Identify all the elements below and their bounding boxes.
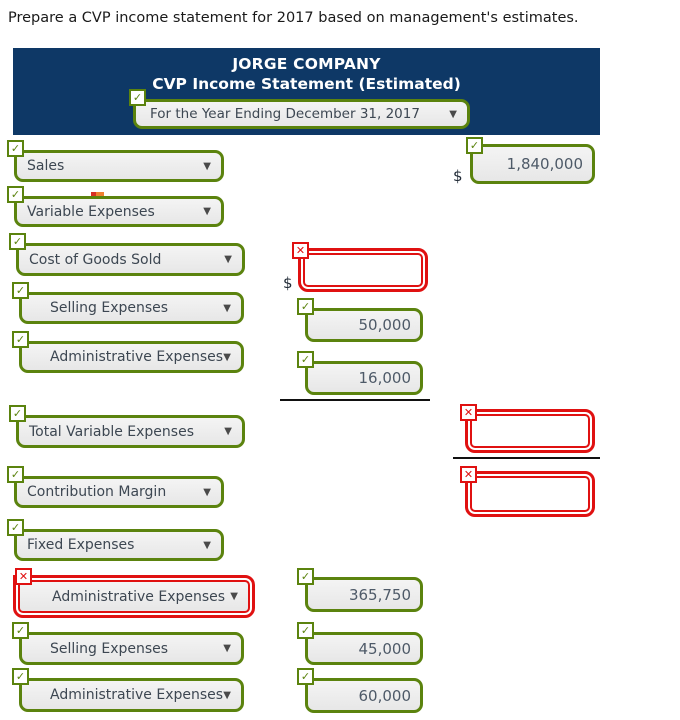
incorrect-icon: ✕ [460, 466, 477, 483]
correct-icon: ✓ [466, 137, 483, 154]
contribution-margin-dropdown[interactable]: Contribution Margin ▼ [14, 476, 224, 508]
total-variable-expenses-amount-input[interactable] [465, 409, 595, 453]
chevron-down-icon: ▼ [203, 160, 211, 172]
contribution-margin-amount-input[interactable] [465, 471, 595, 517]
chevron-down-icon: ▼ [230, 591, 238, 602]
sales-account-dropdown[interactable]: Sales ▼ [14, 150, 224, 182]
chevron-down-icon: ▼ [223, 643, 231, 654]
selling-expenses-variable-amount-input[interactable]: 50,000 [305, 308, 423, 342]
correct-icon: ✓ [7, 519, 24, 536]
administrative-expenses-variable-amount-input[interactable]: 16,000 [305, 361, 423, 395]
sales-amount-input[interactable]: 1,840,000 [470, 144, 595, 184]
correct-icon: ✓ [9, 405, 26, 422]
correct-icon: ✓ [297, 351, 314, 368]
instruction-text: Prepare a CVP income statement for 2017 … [8, 10, 579, 26]
period-dropdown[interactable]: For the Year Ending December 31, 2017 ▼ [133, 99, 470, 129]
chevron-down-icon: ▼ [223, 689, 231, 701]
chevron-down-icon: ▼ [449, 108, 457, 120]
chevron-down-icon: ▼ [223, 302, 231, 314]
chevron-down-icon: ▼ [224, 254, 232, 265]
correct-icon: ✓ [12, 331, 29, 348]
chevron-down-icon: ▼ [223, 351, 231, 363]
chevron-down-icon: ▼ [203, 206, 211, 217]
total-variable-expenses-dropdown[interactable]: Total Variable Expenses ▼ [16, 415, 245, 448]
company-name: JORGE COMPANY [232, 55, 381, 73]
correct-icon: ✓ [7, 186, 24, 203]
currency-symbol: $ [283, 274, 293, 292]
correct-icon: ✓ [297, 568, 314, 585]
administrative-expenses-fixed-amount-input-2[interactable]: 60,000 [305, 678, 423, 713]
incorrect-icon: ✕ [460, 404, 477, 421]
correct-icon: ✓ [12, 622, 29, 639]
correct-icon: ✓ [9, 233, 26, 250]
administrative-expenses-fixed-dropdown[interactable]: Administrative Expenses ▼ [19, 678, 244, 712]
selling-expenses-fixed-dropdown[interactable]: Selling Expenses ▼ [19, 632, 244, 665]
selling-expenses-fixed-amount-input[interactable]: 45,000 [305, 632, 423, 665]
subtotal-rule-variable-column [280, 399, 430, 401]
cost-of-goods-sold-amount-input[interactable] [298, 248, 428, 292]
chevron-down-icon: ▼ [203, 539, 211, 551]
correct-icon: ✓ [7, 466, 24, 483]
fixed-expenses-dropdown[interactable]: Fixed Expenses ▼ [14, 529, 224, 561]
stray-pixels-artifact [91, 192, 104, 196]
statement-title: CVP Income Statement (Estimated) [152, 75, 461, 93]
subtotal-rule-total-column [453, 457, 600, 459]
selling-expenses-variable-dropdown[interactable]: Selling Expenses ▼ [19, 292, 244, 324]
chevron-down-icon: ▼ [224, 426, 232, 437]
incorrect-icon: ✕ [15, 568, 32, 585]
correct-icon: ✓ [297, 668, 314, 685]
correct-icon: ✓ [297, 622, 314, 639]
correct-icon: ✓ [297, 298, 314, 315]
correct-icon: ✓ [12, 668, 29, 685]
chevron-down-icon: ▼ [203, 486, 211, 498]
administrative-expenses-variable-dropdown[interactable]: Administrative Expenses ▼ [19, 341, 244, 373]
administrative-expenses-fixed-dropdown-wrong[interactable]: Administrative Expenses ▼ [13, 575, 255, 618]
incorrect-icon: ✕ [292, 242, 309, 259]
administrative-expenses-fixed-amount-input-1[interactable]: 365,750 [305, 577, 423, 612]
currency-symbol: $ [453, 167, 463, 185]
cost-of-goods-sold-dropdown[interactable]: Cost of Goods Sold ▼ [16, 243, 245, 276]
correct-icon: ✓ [12, 282, 29, 299]
period-dropdown-label: For the Year Ending December 31, 2017 [150, 106, 420, 122]
correct-icon: ✓ [7, 140, 24, 157]
variable-expenses-dropdown[interactable]: Variable Expenses ▼ [14, 196, 224, 227]
correct-icon: ✓ [129, 89, 146, 106]
